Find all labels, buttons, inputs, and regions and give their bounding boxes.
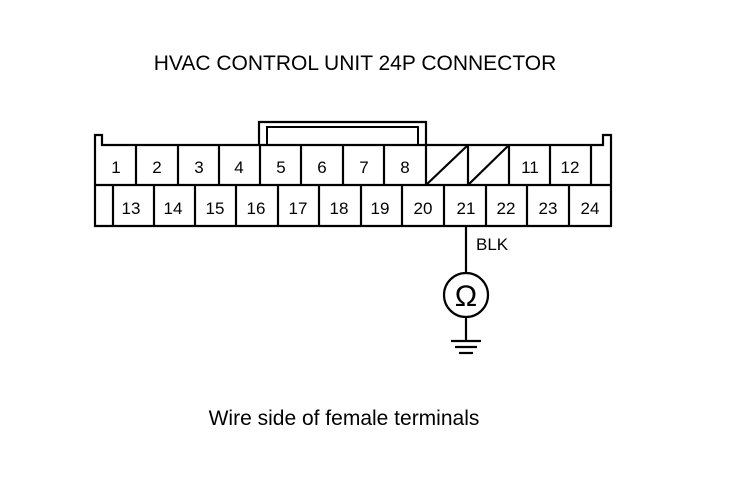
diagram-caption: Wire side of female terminals [209, 407, 480, 430]
ohmmeter-icon: Ω [442, 271, 490, 319]
pin-label: 23 [539, 199, 558, 218]
pin-label: 3 [194, 158, 203, 177]
empty-cavities [425, 144, 510, 186]
ohm-symbol: Ω [455, 280, 477, 313]
ground-icon [451, 317, 481, 355]
pin-label: 13 [122, 199, 141, 218]
pin-label: 8 [400, 158, 409, 177]
pin-label: 15 [206, 199, 225, 218]
connector-latch [257, 120, 428, 145]
pin-label: 16 [247, 199, 266, 218]
pin-label: 11 [521, 158, 539, 177]
pin-label: 6 [317, 158, 326, 177]
pin-label: 21 [457, 199, 476, 218]
pin-label: 2 [152, 158, 161, 177]
empty-cavity-slash [425, 144, 469, 186]
pin-label: 4 [234, 158, 243, 177]
pin-label: 7 [359, 158, 368, 177]
pin-label: 20 [414, 199, 433, 218]
pin-label: 14 [164, 199, 183, 218]
pin-label: 17 [289, 199, 308, 218]
connector-outline [93, 133, 613, 228]
pin-label: 5 [276, 158, 285, 177]
pin-label: 1 [111, 158, 120, 177]
empty-cavity-slash [467, 144, 510, 186]
pin-label: 24 [581, 199, 600, 218]
bottom-row-pins: 13 14 15 16 17 18 19 20 21 22 23 24 [122, 199, 600, 218]
pin-label: 12 [561, 158, 580, 177]
cavity-dividers [111, 145, 593, 226]
connector-latch-inner [266, 126, 419, 145]
diagram-title: HVAC CONTROL UNIT 24P CONNECTOR [154, 52, 557, 75]
pin-label: 19 [371, 199, 390, 218]
pin-label: 22 [497, 199, 516, 218]
pin-label: 18 [330, 199, 349, 218]
wire-color-label: BLK [476, 235, 509, 254]
